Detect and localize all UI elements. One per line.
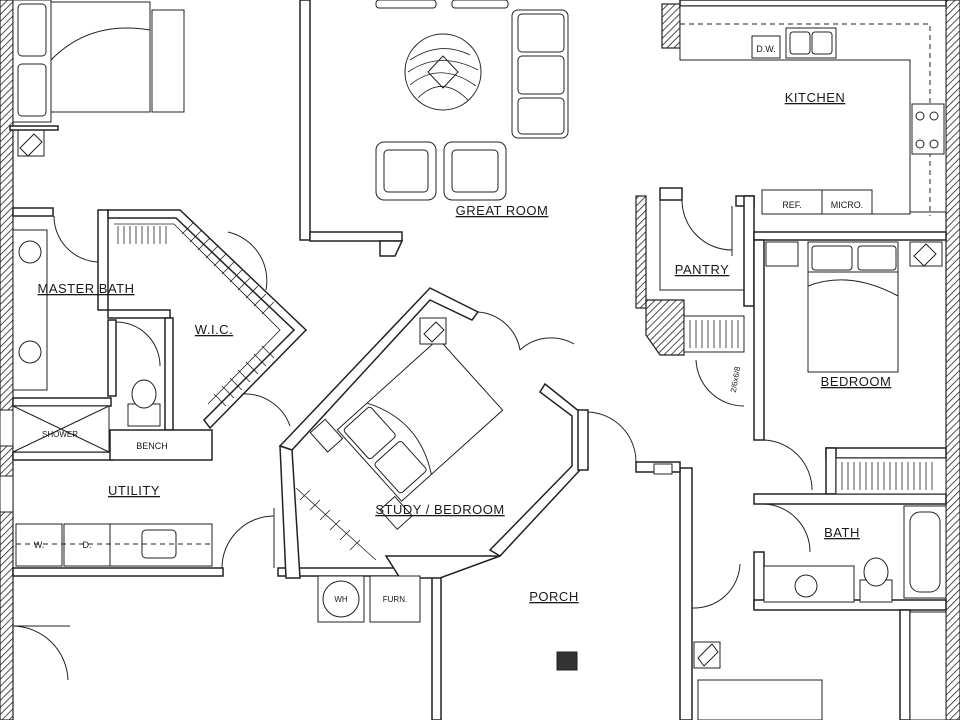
label-utility: UTILITY xyxy=(108,483,160,498)
label-microwave: MICRO. xyxy=(831,200,864,210)
label-study-bedroom: STUDY / BEDROOM xyxy=(375,502,504,517)
pantry-shelves xyxy=(659,199,744,291)
label-wic: W.I.C. xyxy=(195,322,233,337)
top-left-bed xyxy=(9,0,185,157)
label-door-size: 2/6x6/8 xyxy=(729,365,743,393)
bottom-right-room xyxy=(693,641,823,720)
label-master-bath: MASTER BATH xyxy=(38,281,135,296)
label-shower: SHOWER xyxy=(42,430,78,439)
kitchen-counters xyxy=(679,5,947,216)
bath-fixtures xyxy=(691,503,947,720)
label-porch: PORCH xyxy=(529,589,578,604)
label-bedroom: BEDROOM xyxy=(821,374,892,389)
right-bedroom-furniture xyxy=(763,241,947,495)
wic-shelving xyxy=(114,221,291,427)
label-furnace: FURN. xyxy=(383,595,407,604)
master-bath-fixtures xyxy=(12,215,161,453)
label-dishwasher: D.W. xyxy=(756,44,776,54)
label-bath: BATH xyxy=(824,525,860,540)
study-bedroom-furniture xyxy=(295,311,637,561)
mechanical xyxy=(317,575,421,623)
label-washer: W. xyxy=(34,540,45,550)
label-dryer: D. xyxy=(83,540,92,550)
porch-post xyxy=(556,463,673,671)
great-room-furniture xyxy=(375,0,569,201)
label-refrigerator: REF. xyxy=(782,200,802,210)
label-kitchen: KITCHEN xyxy=(785,90,846,105)
bottom-left-room xyxy=(12,625,70,681)
utility-fixtures xyxy=(0,409,275,569)
label-pantry: PANTRY xyxy=(675,262,730,277)
label-bench: BENCH xyxy=(136,441,168,451)
label-water-heater: WH xyxy=(334,595,348,604)
hall-closet xyxy=(683,315,745,407)
label-great-room: GREAT ROOM xyxy=(456,203,549,218)
